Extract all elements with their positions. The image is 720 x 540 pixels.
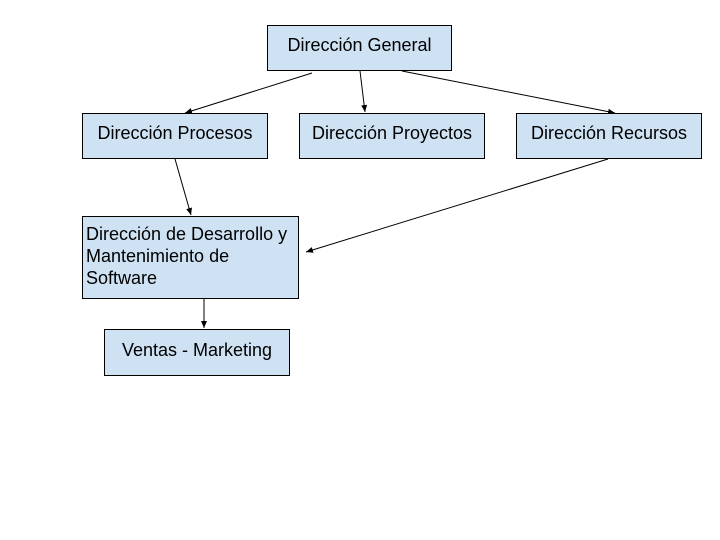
edge-recursos-to-desarrollo xyxy=(305,158,609,253)
node-direccion-recursos-label: Dirección Recursos xyxy=(530,123,688,143)
node-direccion-general-label: Dirección General xyxy=(287,35,432,55)
edge-general-to-proyectos xyxy=(359,70,368,113)
edge-general-to-procesos xyxy=(184,72,313,114)
node-direccion-proyectos-label: Dirección Proyectos xyxy=(311,123,473,143)
node-direccion-general[interactable]: Dirección General xyxy=(267,25,452,71)
node-direccion-recursos[interactable]: Dirección Recursos xyxy=(516,113,702,159)
node-direccion-proyectos[interactable]: Dirección Proyectos xyxy=(299,113,485,159)
node-direccion-desarrollo-label: Dirección de Desarrollo y Mantenimiento … xyxy=(86,223,288,288)
node-ventas-marketing-label: Ventas - Marketing xyxy=(121,339,273,360)
edge-procesos-to-desarrollo xyxy=(174,158,192,216)
edge-general-to-recursos xyxy=(401,70,616,115)
node-direccion-procesos[interactable]: Dirección Procesos xyxy=(82,113,268,159)
node-ventas-marketing[interactable]: Ventas - Marketing xyxy=(104,329,290,376)
node-direccion-desarrollo[interactable]: Dirección de Desarrollo y Mantenimiento … xyxy=(82,216,299,299)
node-direccion-procesos-label: Dirección Procesos xyxy=(97,123,253,143)
